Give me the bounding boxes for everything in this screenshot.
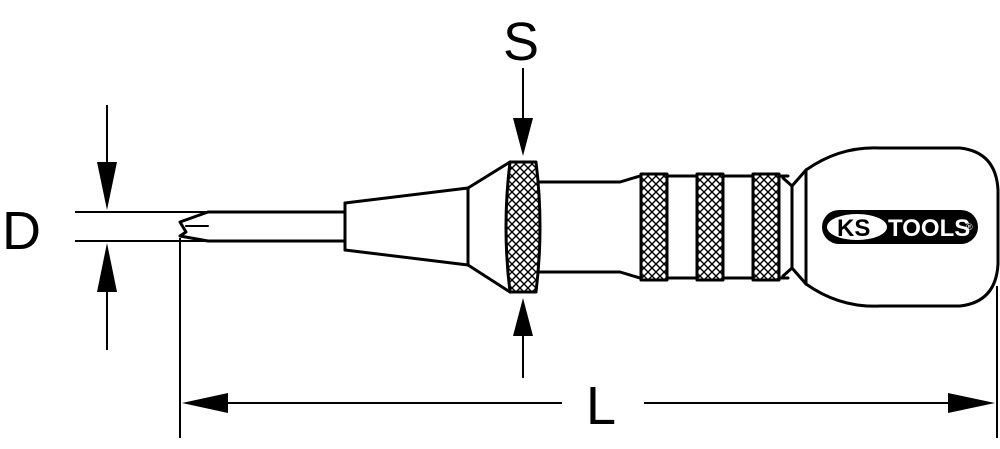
logo-tools-text: TOOLS: [888, 215, 970, 242]
dimension-s: [513, 68, 533, 378]
ks-tools-logo: KS TOOLS ®: [822, 210, 978, 244]
knurled-nut: [504, 160, 542, 294]
knurled-ring-1: [639, 172, 669, 282]
dimension-d: [75, 105, 206, 350]
cone-section: [466, 160, 512, 294]
dimension-l: [179, 238, 998, 438]
screwdriver-tip: [178, 210, 347, 243]
dimension-d-label: D: [2, 201, 41, 261]
handle-transition: [781, 168, 808, 286]
dimension-s-label: S: [503, 12, 539, 72]
dimension-l-label: L: [586, 376, 616, 436]
logo-registered-mark: ®: [966, 222, 973, 232]
shaft-collar: [343, 186, 470, 267]
knurled-ring-2: [695, 172, 725, 282]
handle: [804, 146, 1000, 308]
logo-ks-text: KS: [837, 215, 870, 242]
knurled-ring-3: [751, 172, 781, 282]
